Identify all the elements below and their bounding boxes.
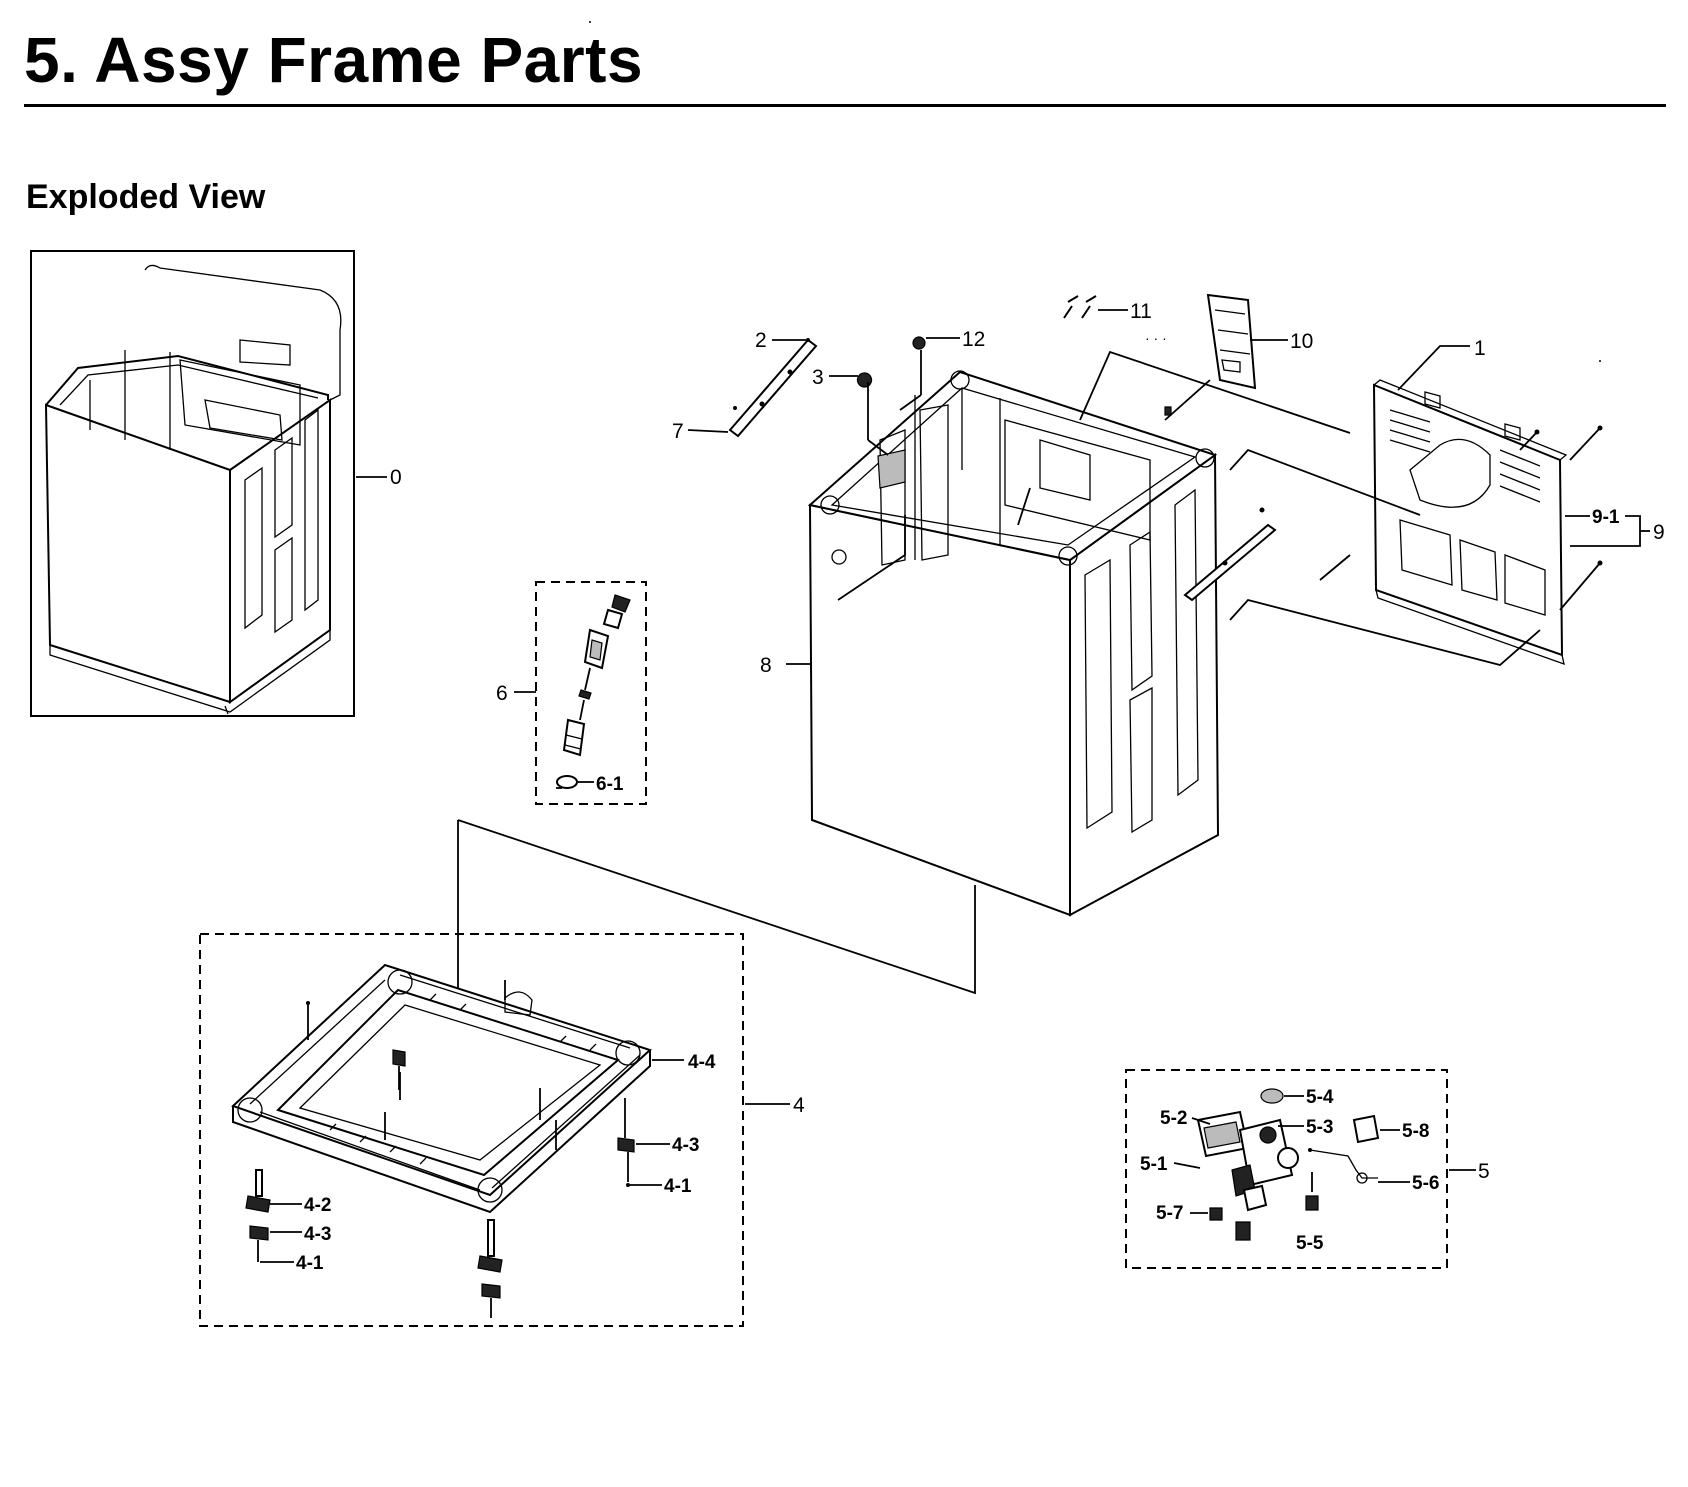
svg-text:5-6: 5-6 — [1412, 1173, 1439, 1194]
part-5-dashed-box — [1125, 1069, 1448, 1269]
callout-5: 5 — [1449, 1160, 1490, 1183]
svg-text:5-1: 5-1 — [1140, 1154, 1168, 1175]
svg-text:4-1: 4-1 — [296, 1253, 324, 1274]
svg-text:5-2: 5-2 — [1160, 1108, 1187, 1129]
svg-text:7: 7 — [672, 420, 684, 443]
svg-text:1: 1 — [1474, 337, 1486, 360]
callout-11: 11 · · · — [1098, 300, 1167, 346]
svg-text:5: 5 — [1478, 1160, 1490, 1183]
callout-5-4: 5-4 — [1284, 1087, 1334, 1108]
svg-text:11: 11 — [1130, 300, 1152, 323]
svg-text:9-1: 9-1 — [1592, 507, 1620, 528]
callout-5-1: 5-1 — [1140, 1154, 1201, 1175]
callout-4-4: 4-4 — [652, 1052, 716, 1073]
callout-4: 4 — [745, 1094, 805, 1117]
svg-text:5-7: 5-7 — [1156, 1203, 1183, 1224]
svg-text:4-4: 4-4 — [688, 1052, 716, 1073]
part-6-hose-fitting — [535, 581, 647, 805]
callout-5-3: 5-3 — [1278, 1117, 1333, 1138]
callout-12: 12 — [926, 328, 985, 351]
part-12-screw — [899, 336, 926, 411]
callout-3: 3 — [812, 366, 858, 389]
part-9-back-panel — [1372, 379, 1603, 666]
callout-5-6: 5-6 — [1378, 1173, 1439, 1194]
part-5-valve-assembly — [1125, 1069, 1448, 1269]
callout-9-1: 9-1 — [1565, 507, 1641, 547]
svg-text:9: 9 — [1653, 521, 1665, 544]
callout-4-1-right: 4-1 — [630, 1176, 692, 1197]
part-0-complete-assembly — [30, 250, 355, 717]
callout-9: 9 — [1640, 521, 1665, 544]
callout-5-2: 5-2 — [1160, 1108, 1211, 1129]
svg-text:8: 8 — [760, 654, 772, 677]
svg-text:10: 10 — [1290, 330, 1313, 353]
svg-text:4-3: 4-3 — [304, 1224, 331, 1245]
svg-text:12: 12 — [962, 328, 985, 351]
part-8-cabinet — [807, 370, 1220, 917]
callout-6-1: 6-1 — [578, 774, 624, 795]
part-11-wire-clips — [1063, 295, 1097, 319]
svg-text:0: 0 — [390, 466, 402, 489]
part-4-base — [199, 933, 744, 1327]
svg-text:5-8: 5-8 — [1402, 1121, 1429, 1142]
part-3-clip — [856, 372, 889, 456]
svg-text:6: 6 — [496, 682, 508, 705]
svg-text:· · ·: · · · — [1145, 330, 1167, 346]
svg-text:3: 3 — [812, 366, 824, 389]
callout-8: 8 — [760, 654, 810, 677]
svg-text:2: 2 — [755, 329, 767, 352]
svg-text:5-4: 5-4 — [1306, 1087, 1334, 1108]
callout-6: 6 — [496, 682, 536, 705]
part-7-bracket — [728, 338, 818, 438]
section-title: Exploded View — [26, 178, 266, 216]
svg-text:4: 4 — [793, 1094, 805, 1117]
callout-5-7: 5-7 — [1156, 1203, 1208, 1224]
part-10-bracket — [1164, 293, 1257, 421]
callout-4-3-left: 4-3 — [270, 1224, 331, 1245]
panel-mounting-bar — [1183, 507, 1277, 602]
explosion-lines-back — [1079, 350, 1541, 666]
svg-text:4-1: 4-1 — [664, 1176, 692, 1197]
svg-text:5-3: 5-3 — [1306, 1117, 1333, 1138]
callout-2: 2 — [755, 329, 810, 352]
callout-4-2: 4-2 — [270, 1195, 331, 1216]
callout-0: 0 — [356, 466, 402, 489]
scan-dot — [589, 21, 591, 23]
part-4-dashed-box — [199, 933, 744, 1327]
callout-7: 7 — [672, 420, 729, 443]
title-rule — [24, 104, 1666, 107]
cabinet-front-face — [808, 503, 1071, 917]
callout-4-1-left: 4-1 — [260, 1253, 324, 1274]
svg-text:5-5: 5-5 — [1296, 1233, 1324, 1254]
callout-1: 1 — [1397, 337, 1486, 391]
page-title: 5. Assy Frame Parts — [24, 24, 644, 96]
svg-text:4-3: 4-3 — [672, 1135, 699, 1156]
callout-5-8: 5-8 — [1380, 1121, 1429, 1142]
svg-text:4-2: 4-2 — [304, 1195, 331, 1216]
callout-10: 10 — [1250, 330, 1313, 353]
assembly-frame-box — [30, 250, 355, 717]
callout-5-5: 5-5 — [1296, 1233, 1324, 1254]
scan-dot — [1599, 360, 1601, 362]
callout-4-3-right: 4-3 — [636, 1135, 699, 1156]
svg-text:6-1: 6-1 — [596, 774, 624, 795]
